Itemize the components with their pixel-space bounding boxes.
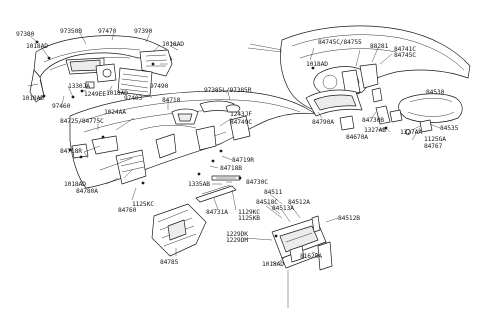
label-1018ad-left: 1018AD: [22, 95, 44, 102]
label-84760: 84760: [118, 207, 137, 214]
label-97460: 97460: [52, 103, 71, 110]
defroster-duct-assembly: [27, 35, 179, 103]
label-1018ad-lower: 1018AD: [64, 181, 86, 188]
label-84749c: 84749C: [230, 119, 252, 126]
label-81620a: 81620A: [300, 253, 322, 260]
label-84513a: 84513A: [272, 205, 294, 212]
leader-lines: [29, 32, 441, 308]
label-84512a: 84512A: [288, 199, 310, 206]
label-1129kc: 1129KC: [238, 209, 260, 216]
label-84741c: 84741C: [394, 46, 416, 53]
label-1125kb: 1125KB: [238, 215, 260, 222]
glove-box-lower: [151, 203, 207, 257]
label-84719r: 84719R: [232, 157, 254, 164]
label-84518c: 84518C: [256, 199, 278, 206]
label-84530: 84530: [426, 89, 445, 96]
label-84710: 84710: [162, 97, 181, 104]
label-84512b: 84512B: [338, 215, 360, 222]
label-88281: 88281: [370, 43, 389, 50]
label-1018ad-bottom: 1018AD: [262, 261, 284, 268]
label-1327ab: 1327AB: [364, 127, 386, 134]
label-84718b: 84718B: [220, 165, 242, 172]
label-84725-84775c: 84725/84775C: [60, 118, 104, 125]
label-84730c: 84730C: [246, 179, 268, 186]
label-1125ga: 1125GA: [424, 136, 446, 143]
label-1229dh: 1229DH: [226, 237, 248, 244]
label-97390: 97390: [134, 28, 153, 35]
part-labels: 97380 97350B 97470 97390 1018AD 1018AD 1…: [16, 28, 459, 268]
label-84745c-84755: 84745C/84755: [318, 39, 362, 46]
label-84670a: 84670A: [346, 134, 368, 141]
label-97403: 97403: [124, 95, 143, 102]
label-1018ad-duct: 1018AD: [106, 90, 128, 97]
label-1330ja: 1330JA: [68, 83, 90, 90]
crash-pad-main: [69, 90, 317, 189]
label-1018ad-top-left: 1018AD: [26, 43, 48, 50]
mounting-brackets: [339, 105, 433, 135]
label-97385l-97385r: 97385L/97385R: [204, 87, 252, 94]
label-84745c: 84745C: [394, 52, 416, 59]
label-84731a: 84731A: [206, 209, 228, 216]
label-84785: 84785: [160, 259, 179, 266]
label-84730b: 84730B: [362, 117, 384, 124]
airbag-module: [398, 93, 463, 123]
label-1018ad-top-right: 1018AD: [162, 41, 184, 48]
label-1327aa: 1327AA: [400, 129, 422, 136]
center-fascia-box: [271, 215, 333, 271]
label-84790a: 84790A: [312, 119, 334, 126]
label-84718r: 84718R: [60, 148, 82, 155]
label-97380: 97380: [16, 31, 35, 38]
label-1125kc: 1125KC: [132, 201, 154, 208]
label-97490: 97490: [150, 83, 169, 90]
label-84535: 84535: [440, 125, 459, 132]
label-84511: 84511: [264, 189, 283, 196]
label-1229dk: 1229DK: [226, 231, 248, 238]
label-97470: 97470: [98, 28, 117, 35]
label-84767: 84767: [424, 143, 443, 150]
label-1018ad-panel: 1018AD: [306, 61, 328, 68]
label-1249ee: 1249EE: [84, 91, 106, 98]
label-1335ab: 1335AB: [188, 181, 210, 188]
label-84780a: 84780A: [76, 188, 98, 195]
label-1024aa: 1024AA: [104, 109, 126, 116]
cluster-housing: [305, 89, 363, 117]
label-1243jf: 1243JF: [230, 111, 252, 118]
label-97350b: 97350B: [60, 28, 82, 35]
support-bar: [195, 175, 241, 203]
